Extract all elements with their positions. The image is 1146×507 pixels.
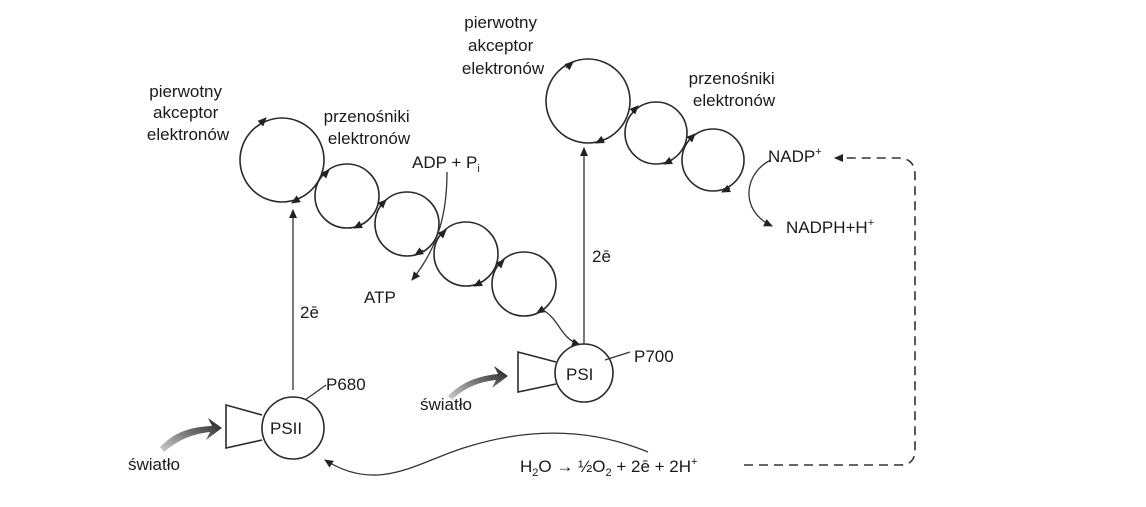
carrier-circle-6 [681,128,745,192]
psi-antenna [517,350,557,393]
primary-acceptor-circle-1 [239,117,325,203]
water-to-psii-arrow [324,432,649,476]
psii-label: PSII [270,419,302,438]
psi-electron-chain [545,58,773,227]
adp-label: ADP + Pi [412,153,480,175]
carriers-label-1: przenośniki elektronów [324,107,415,148]
psii-electron-chain [239,117,557,317]
primary-acceptor-label-2: pierwotny akceptor elektronów [462,13,545,78]
carrier-circle-1 [314,163,380,229]
psii-antenna [225,403,263,449]
psi-label: PSI [566,365,593,384]
adp-atp-arrow [411,171,448,281]
carrier-circle-2 [374,191,440,257]
p680-leader [304,384,327,401]
atp-label: ATP [364,288,396,307]
two-electrons-label-2: 2ē [592,247,611,266]
primary-acceptor-circle-2 [545,58,631,144]
nadp-nadph-arrow [748,159,773,227]
light-label-2: światło [420,395,472,414]
chain-to-psi-arrow [542,309,581,347]
p700-label: P700 [634,347,674,366]
p700-leader [604,351,631,361]
two-electrons-label-1: 2ē [300,303,319,322]
light-arrow-icon-1 [160,418,222,452]
dashed-electron-return-arrow [744,154,916,466]
psii-complex [225,384,327,460]
p680-label: P680 [326,375,366,394]
psii-circle [261,396,325,460]
light-arrow-icon-2 [448,366,508,400]
carriers-label-2: przenośniki elektronów [689,69,780,110]
carrier-circle-4 [491,251,557,317]
primary-acceptor-label-1: pierwotny akceptor elektronów [147,82,230,144]
light-label-1: światło [128,455,180,474]
water-splitting-label: H2O → ½O2 + 2ē + 2H+ [520,456,697,479]
nadph-label: NADPH+H+ [786,217,874,237]
nadp-label: NADP+ [768,146,822,166]
carrier-circle-3 [433,221,499,287]
carrier-circle-5 [624,101,688,165]
